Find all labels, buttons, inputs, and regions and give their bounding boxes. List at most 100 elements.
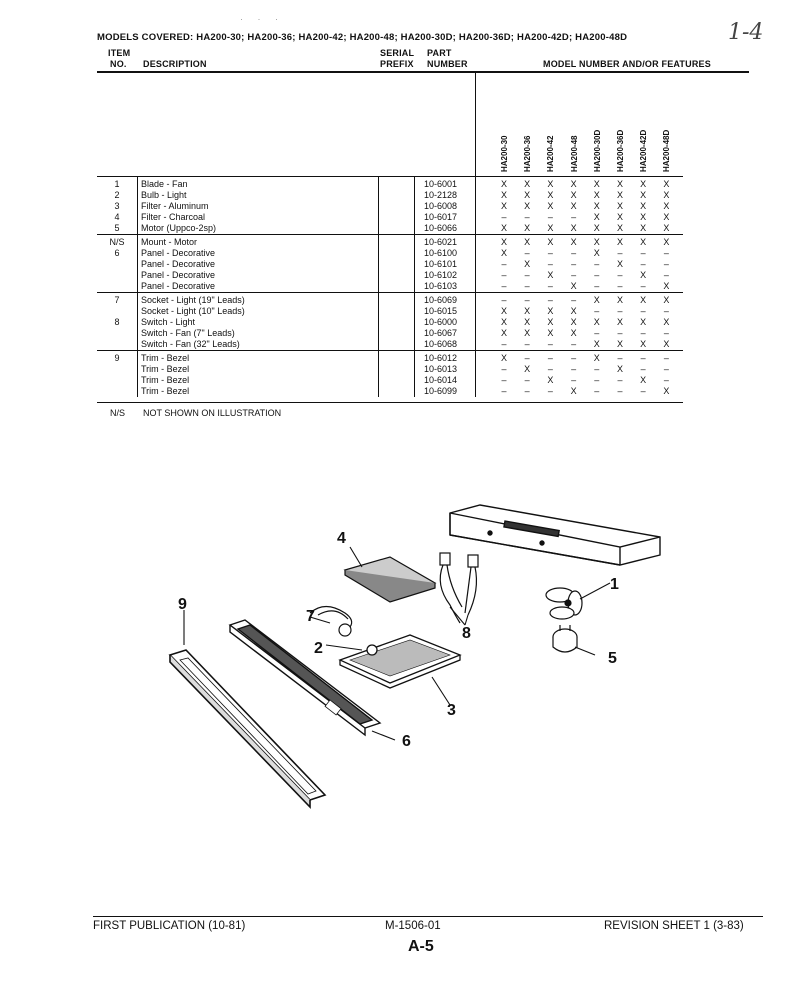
- model-availability-mark: X: [663, 281, 670, 291]
- range-hood-body: [449, 504, 661, 566]
- footnote-text: NOT SHOWN ON ILLUSTRATION: [143, 408, 282, 418]
- footer-revision: REVISION SHEET 1 (3-83): [604, 920, 744, 932]
- model-availability-mark: X: [616, 364, 623, 374]
- model-availability-mark: –: [640, 364, 646, 374]
- model-availability-mark: –: [547, 386, 553, 396]
- column-divider: [414, 234, 415, 292]
- model-availability-mark: –: [594, 270, 600, 280]
- model-availability-mark: X: [593, 190, 600, 200]
- model-column-header: HA200-48: [569, 135, 579, 172]
- part-number: 10-6099: [424, 386, 458, 396]
- model-availability-mark: –: [663, 364, 669, 374]
- model-availability-mark: X: [524, 179, 531, 189]
- model-availability-mark: X: [640, 237, 647, 247]
- part-description: Trim - Bezel: [141, 386, 190, 396]
- column-divider: [475, 292, 476, 350]
- model-availability-mark: X: [570, 223, 577, 233]
- model-availability-mark: X: [547, 190, 554, 200]
- column-divider: [137, 292, 138, 350]
- part-description: Switch - Fan (32" Leads): [141, 339, 240, 349]
- part-number: 10-6000: [424, 317, 458, 327]
- item-number: N/S: [109, 237, 125, 247]
- item-number: 8: [114, 317, 120, 327]
- model-availability-mark: X: [640, 212, 647, 222]
- model-availability-mark: –: [640, 281, 646, 291]
- model-availability-mark: –: [571, 339, 577, 349]
- model-availability-mark: X: [593, 295, 600, 305]
- scan-specks: · · ·: [240, 14, 284, 24]
- model-availability-mark: X: [500, 353, 507, 363]
- model-availability-mark: X: [500, 201, 507, 211]
- header-rule: [97, 71, 749, 73]
- table-bottom-rule: [97, 402, 683, 403]
- motor: [552, 625, 578, 653]
- model-availability-mark: –: [594, 306, 600, 316]
- part-description: Panel - Decorative: [141, 259, 216, 269]
- models-covered-title: MODELS COVERED: HA200-30; HA200-36; HA20…: [97, 32, 628, 43]
- part-description: Panel - Decorative: [141, 281, 216, 291]
- model-availability-mark: –: [501, 386, 507, 396]
- model-availability-mark: X: [570, 201, 577, 211]
- model-availability-mark: –: [594, 375, 600, 385]
- model-availability-mark: –: [663, 248, 669, 258]
- model-availability-mark: –: [547, 259, 553, 269]
- callout-6: 6: [402, 733, 411, 750]
- model-availability-mark: X: [593, 212, 600, 222]
- model-availability-mark: –: [571, 295, 577, 305]
- part-number: 10-6067: [424, 328, 458, 338]
- model-availability-mark: X: [570, 281, 577, 291]
- model-availability-mark: –: [640, 386, 646, 396]
- model-availability-mark: X: [616, 201, 623, 211]
- item-number: 2: [114, 190, 120, 200]
- model-column-header: HA200-30D: [592, 129, 602, 172]
- model-availability-mark: –: [571, 259, 577, 269]
- model-availability-mark: X: [500, 248, 507, 258]
- column-divider: [378, 292, 379, 350]
- header-item: ITEM: [108, 48, 131, 58]
- column-divider: [414, 292, 415, 350]
- fan-blade: [545, 587, 583, 620]
- model-availability-mark: –: [571, 212, 577, 222]
- part-number: 10-6066: [424, 223, 458, 233]
- model-availability-mark: X: [593, 223, 600, 233]
- part-description: Mount - Motor: [141, 237, 198, 247]
- charcoal-filter: [343, 556, 437, 603]
- model-availability-mark: X: [547, 237, 554, 247]
- column-divider: [137, 176, 138, 234]
- callout-4: 4: [337, 530, 346, 547]
- column-divider: [414, 350, 415, 397]
- model-availability-mark: –: [594, 386, 600, 396]
- model-availability-mark: –: [524, 295, 530, 305]
- part-description: Filter - Charcoal: [141, 212, 206, 222]
- model-availability-mark: X: [616, 339, 623, 349]
- model-availability-mark: –: [594, 364, 600, 374]
- model-availability-mark: –: [640, 353, 646, 363]
- model-availability-mark: –: [524, 339, 530, 349]
- part-number: 10-6103: [424, 281, 458, 291]
- model-availability-mark: X: [524, 364, 531, 374]
- model-availability-mark: X: [547, 306, 554, 316]
- model-availability-mark: X: [547, 328, 554, 338]
- model-availability-mark: –: [617, 306, 623, 316]
- model-availability-mark: –: [663, 375, 669, 385]
- model-availability-mark: –: [547, 212, 553, 222]
- model-availability-mark: X: [593, 339, 600, 349]
- model-availability-mark: X: [500, 317, 507, 327]
- model-availability-mark: –: [663, 328, 669, 338]
- model-availability-mark: X: [640, 375, 647, 385]
- item-number: 3: [114, 201, 120, 211]
- model-availability-mark: X: [663, 223, 670, 233]
- header-serial: SERIAL: [380, 48, 415, 58]
- aluminum-filter: [338, 634, 462, 689]
- header-no: NO.: [110, 59, 127, 69]
- model-availability-mark: –: [501, 295, 507, 305]
- group-rule: [97, 234, 683, 235]
- light-socket: [309, 605, 353, 637]
- model-availability-mark: –: [594, 328, 600, 338]
- part-number: 10-6068: [424, 339, 458, 349]
- model-availability-mark: –: [547, 364, 553, 374]
- part-number: 10-6101: [424, 259, 458, 269]
- callout-2: 2: [314, 640, 323, 657]
- part-number: 10-6014: [424, 375, 458, 385]
- model-availability-mark: X: [640, 295, 647, 305]
